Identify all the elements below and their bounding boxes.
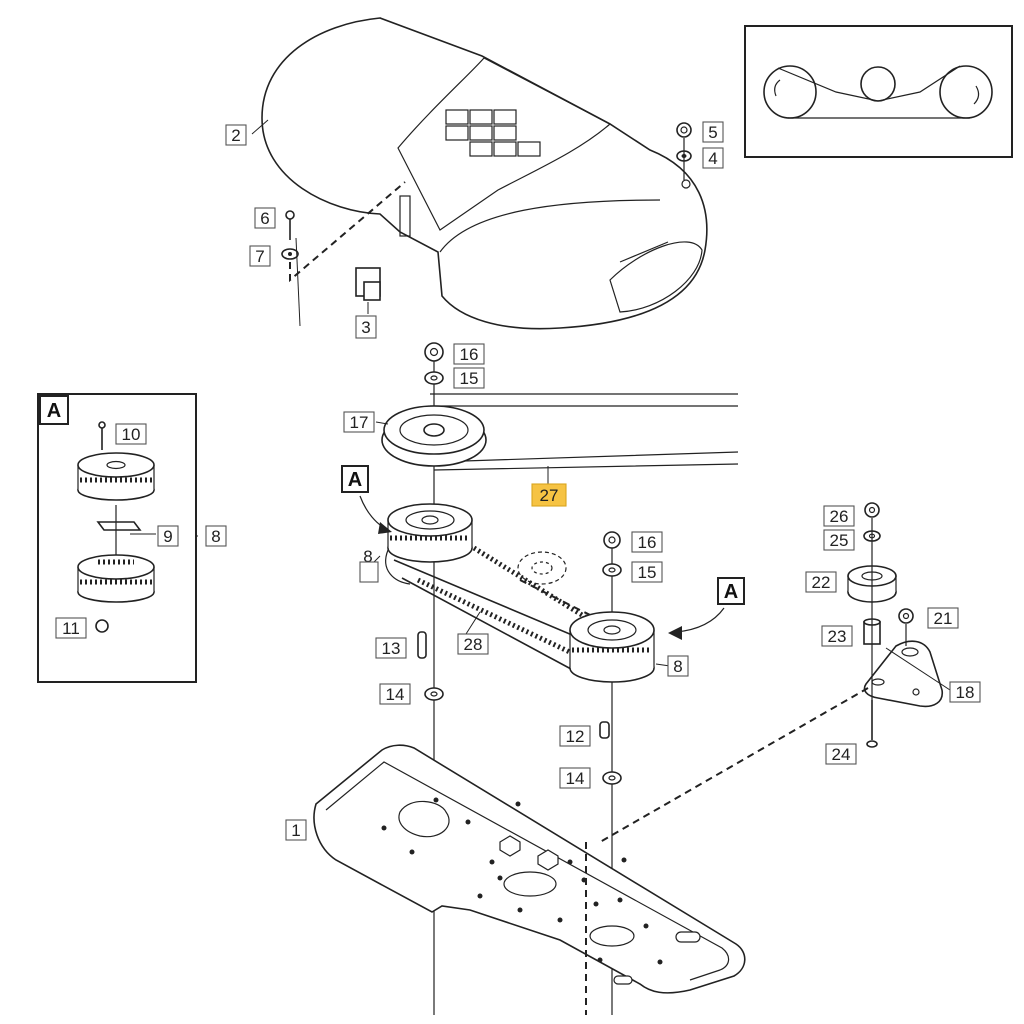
svg-text:22: 22 xyxy=(812,573,831,592)
toothed-pulley-left xyxy=(387,503,473,563)
inset-letter: A xyxy=(47,400,61,422)
callout-7: 7 xyxy=(249,245,271,267)
svg-text:26: 26 xyxy=(830,507,849,526)
base-plate xyxy=(313,744,746,994)
svg-text:1: 1 xyxy=(291,821,300,840)
callout-13: 13 xyxy=(375,637,407,659)
callout-28: 28 xyxy=(457,633,489,655)
pulley-washer-right xyxy=(602,563,622,577)
callout-2: 2 xyxy=(225,124,247,146)
callout-16-top: 16 xyxy=(453,343,485,365)
svg-text:14: 14 xyxy=(386,685,405,704)
svg-text:2: 2 xyxy=(231,126,240,145)
svg-text:9: 9 xyxy=(163,527,172,546)
callout-8-left: 8 xyxy=(359,547,379,583)
callout-26: 26 xyxy=(823,505,855,527)
callout-8-inset: 8 xyxy=(205,525,227,547)
hidden-idler xyxy=(517,551,567,585)
callout-15-right: 15 xyxy=(631,561,663,583)
toothed-pulley-right xyxy=(569,611,655,683)
callout-16-right: 16 xyxy=(631,531,663,553)
cover-light-window xyxy=(445,109,541,157)
svg-text:A: A xyxy=(724,581,738,603)
svg-text:21: 21 xyxy=(934,609,953,628)
svg-text:23: 23 xyxy=(828,627,847,646)
cover-nut xyxy=(676,122,692,138)
pulley-nut-top xyxy=(424,342,444,362)
svg-text:14: 14 xyxy=(566,769,585,788)
cover-screw xyxy=(285,210,295,240)
callout-12: 12 xyxy=(559,725,591,747)
leader-lines xyxy=(130,119,951,691)
callout-14-right: 14 xyxy=(559,767,591,789)
detail-arrow-left: A xyxy=(341,465,392,534)
callout-24: 24 xyxy=(825,743,857,765)
callout-8-right: 8 xyxy=(667,655,689,677)
pulley-washer-top xyxy=(424,371,444,385)
svg-text:15: 15 xyxy=(460,369,479,388)
svg-text:13: 13 xyxy=(382,639,401,658)
svg-text:8: 8 xyxy=(211,527,220,546)
callout-22: 22 xyxy=(805,571,837,593)
svg-text:25: 25 xyxy=(830,531,849,550)
svg-text:17: 17 xyxy=(350,413,369,432)
callout-15-top: 15 xyxy=(453,367,485,389)
callout-5: 5 xyxy=(702,121,724,143)
callout-27: 27 xyxy=(531,483,567,507)
callout-21: 21 xyxy=(927,607,959,629)
bracket-nut xyxy=(898,608,914,624)
tensioner-bracket xyxy=(863,640,944,708)
callout-18: 18 xyxy=(949,681,981,703)
svg-text:8: 8 xyxy=(673,657,682,676)
callout-9: 9 xyxy=(157,525,179,547)
callout-1: 1 xyxy=(285,819,307,841)
washer-right xyxy=(602,771,622,785)
bracket-mount-line xyxy=(599,687,869,843)
svg-text:24: 24 xyxy=(832,745,851,764)
motor-cover xyxy=(261,17,708,330)
callout-17: 17 xyxy=(343,411,375,433)
svg-text:16: 16 xyxy=(460,345,479,364)
svg-text:6: 6 xyxy=(260,209,269,228)
svg-text:27: 27 xyxy=(540,486,559,505)
svg-text:A: A xyxy=(348,469,362,491)
washer-left xyxy=(424,687,444,701)
svg-text:8: 8 xyxy=(363,547,372,566)
svg-text:15: 15 xyxy=(638,563,657,582)
pulley-nut-right xyxy=(603,531,621,549)
svg-text:12: 12 xyxy=(566,727,585,746)
callout-14-left: 14 xyxy=(379,683,411,705)
svg-text:7: 7 xyxy=(255,247,264,266)
pin-right xyxy=(599,721,610,739)
detail-arrow-right: A xyxy=(668,577,745,640)
belt-routing-inset xyxy=(744,25,1013,158)
callout-23: 23 xyxy=(821,625,853,647)
svg-text:18: 18 xyxy=(956,683,975,702)
toothed-belt xyxy=(385,545,621,677)
callout-6: 6 xyxy=(254,207,276,229)
callout-11: 11 xyxy=(55,617,87,639)
svg-text:5: 5 xyxy=(708,123,717,142)
svg-text:4: 4 xyxy=(708,149,717,168)
cover-screw-washer xyxy=(281,248,299,260)
callout-10: 10 xyxy=(115,423,147,445)
svg-text:10: 10 xyxy=(122,425,141,444)
callout-4: 4 xyxy=(702,147,724,169)
cover-clip xyxy=(355,267,381,301)
svg-text:3: 3 xyxy=(361,318,370,337)
tensioner-nut xyxy=(864,502,880,518)
svg-text:28: 28 xyxy=(464,635,483,654)
svg-text:11: 11 xyxy=(62,619,80,638)
v-pulley xyxy=(381,405,487,467)
callout-3: 3 xyxy=(355,315,377,339)
bracket-bolt xyxy=(866,700,878,748)
v-belt xyxy=(430,393,739,471)
svg-text:16: 16 xyxy=(638,533,657,552)
pin-left xyxy=(417,631,427,659)
callout-25: 25 xyxy=(823,529,855,551)
